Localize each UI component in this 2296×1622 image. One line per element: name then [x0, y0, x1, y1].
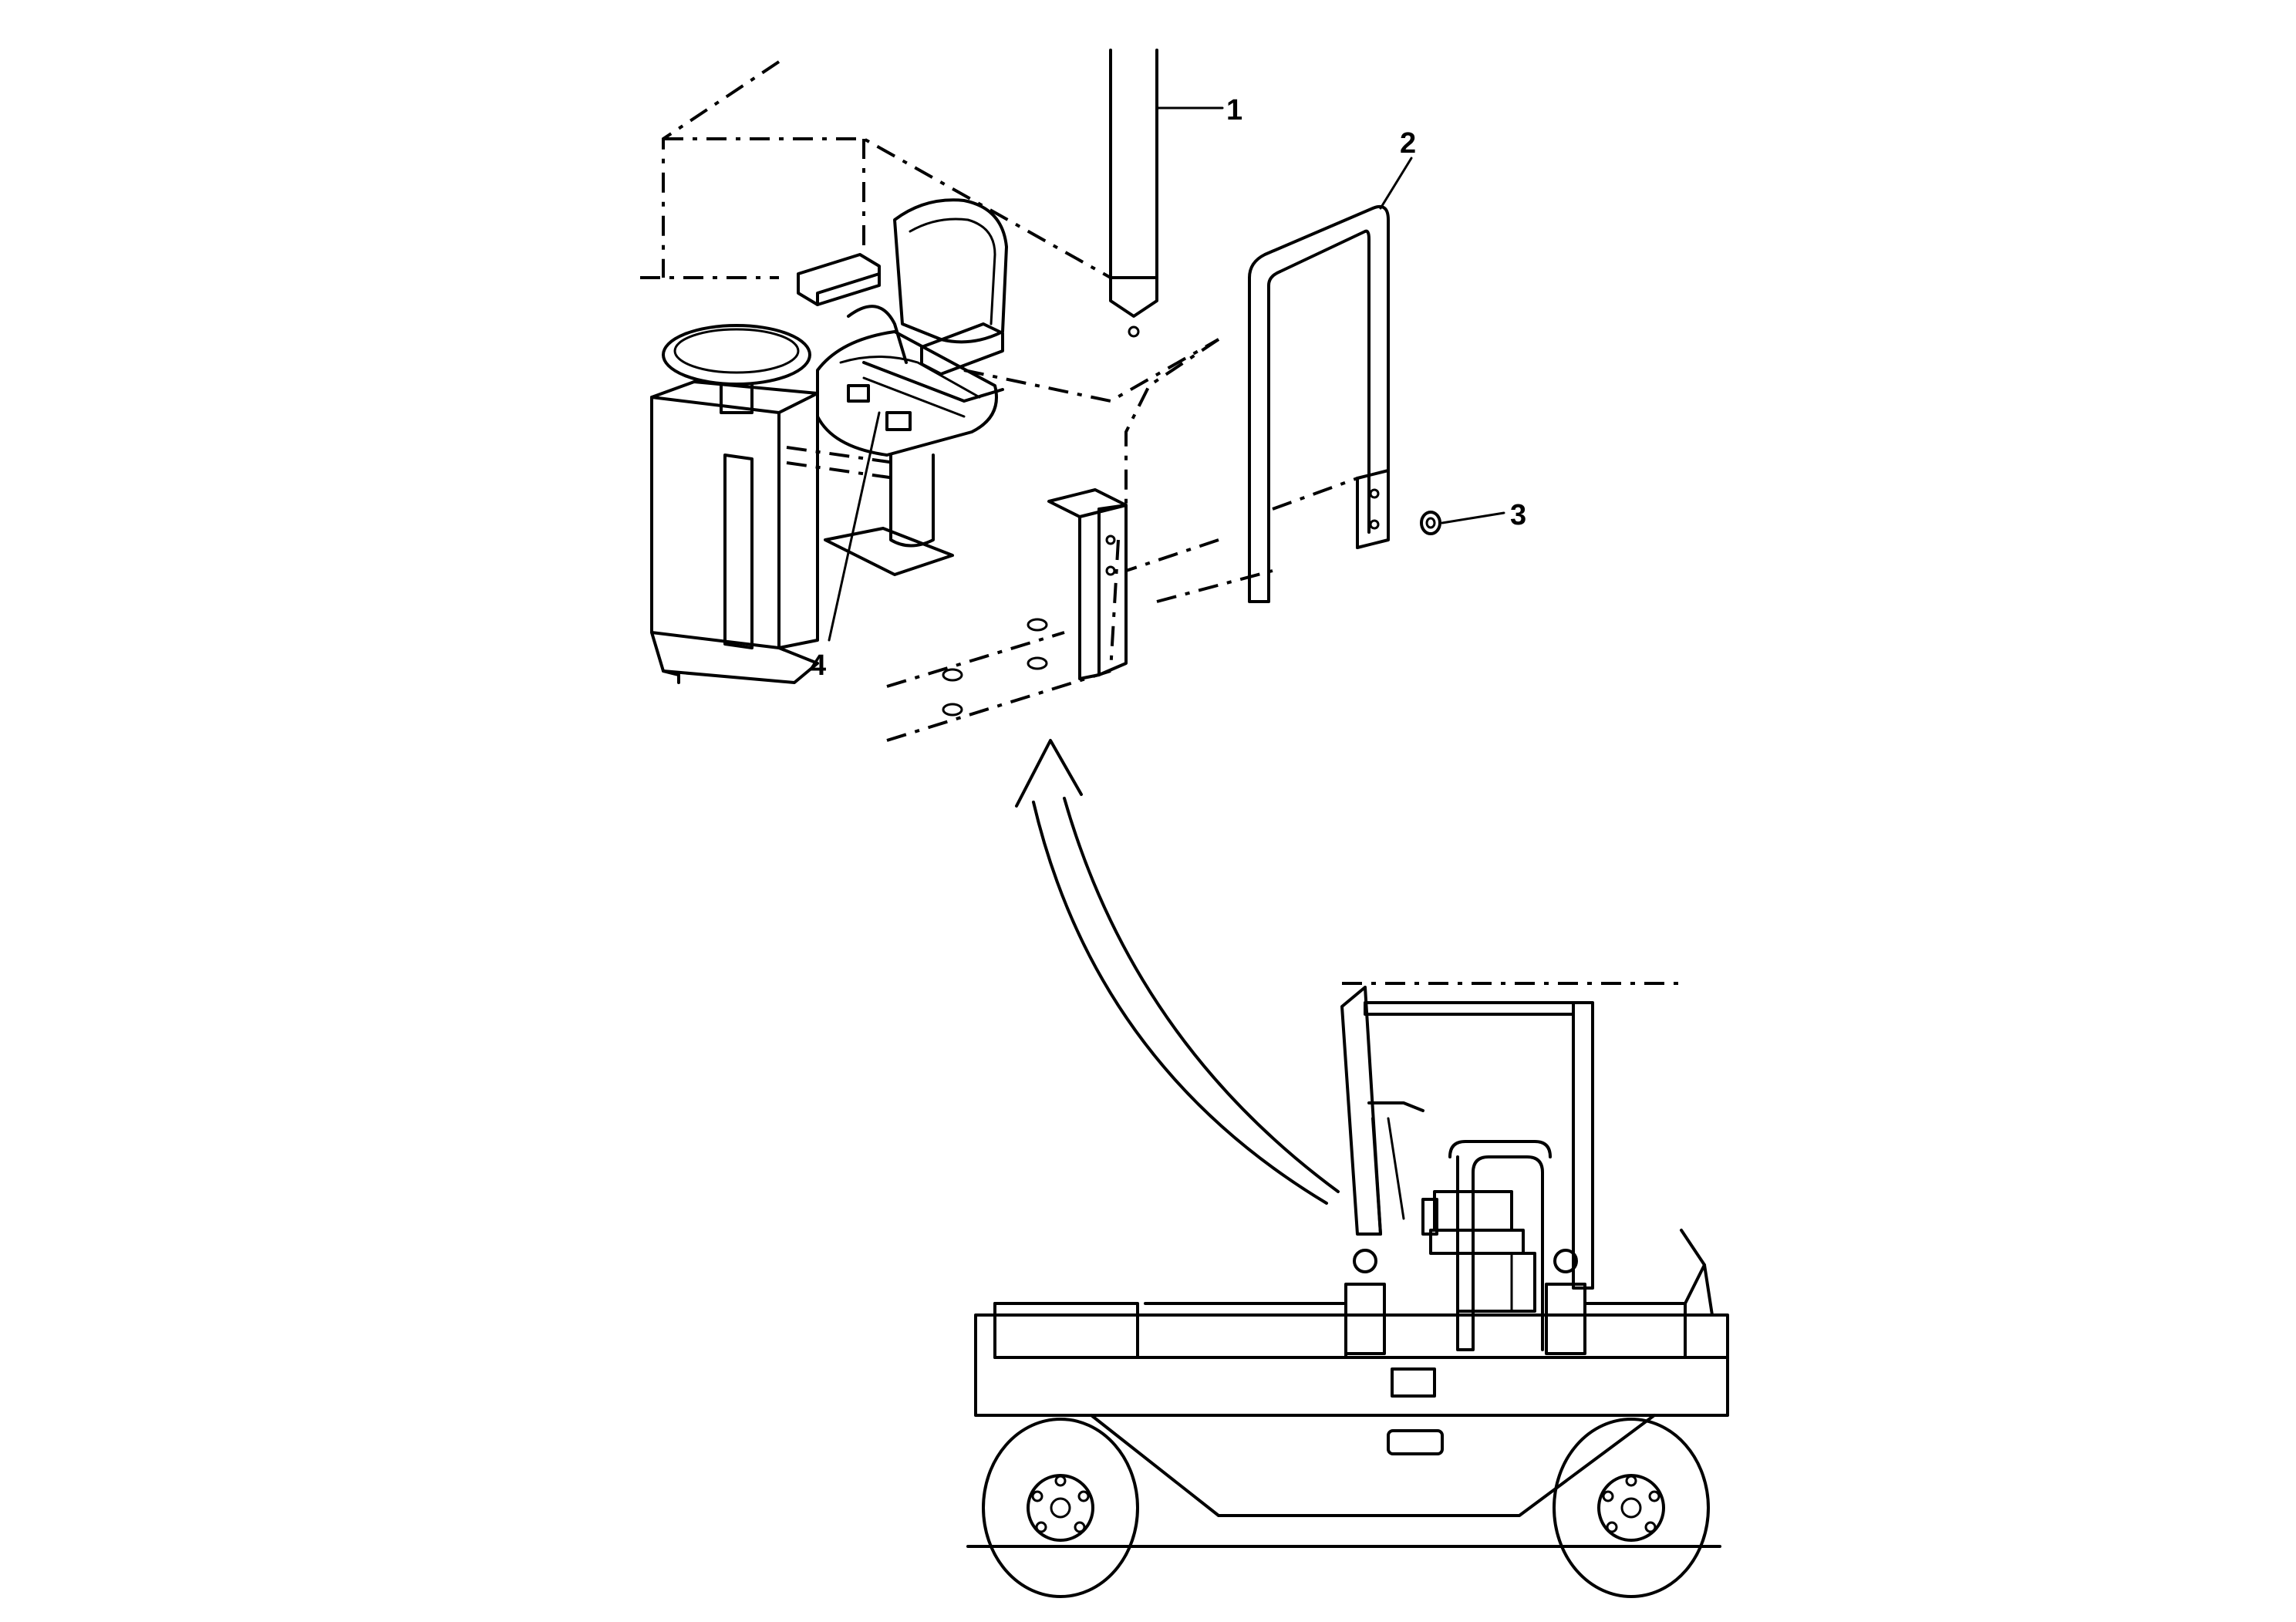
callout-4: 4	[810, 649, 826, 682]
detail-arrow	[1015, 739, 1340, 1205]
rops-post	[1109, 49, 1158, 338]
front-wheel	[982, 1418, 1139, 1598]
nut	[1420, 511, 1441, 535]
rear-wheel	[1553, 1418, 1710, 1598]
cab-body-phantom-outline	[640, 60, 1273, 742]
steering-console	[650, 380, 819, 684]
operator-seat	[797, 198, 1008, 576]
handrail	[1248, 204, 1390, 603]
callout-1: 1	[1226, 94, 1242, 126]
callout-2: 2	[1400, 127, 1416, 160]
steering-wheel	[662, 324, 811, 414]
callout-3: 3	[1510, 499, 1526, 531]
operator-station-detail: 1 2 3 4	[640, 49, 1526, 742]
callout-2-leader	[1379, 157, 1413, 210]
floor-bracket	[1047, 488, 1128, 680]
machine-side-view	[966, 982, 1729, 1598]
callout-3-leader	[1441, 511, 1505, 524]
callout-4-leader	[828, 411, 881, 642]
floor-mounting-holes	[942, 618, 1048, 717]
